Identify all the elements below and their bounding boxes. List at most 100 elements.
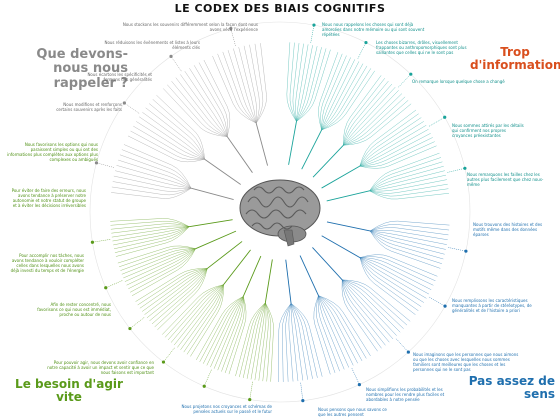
bias-leaf-meaning: [318, 295, 345, 370]
bias-leaf-remember: [189, 68, 228, 137]
bias-leaf-remember: [152, 99, 205, 160]
bias-leaf-remember: [167, 84, 228, 137]
bias-leaf-act: [265, 302, 272, 382]
bias-leaf-remember: [203, 59, 231, 137]
note-dot-remember: [229, 26, 233, 31]
bias-leaf-act: [142, 268, 208, 312]
note-connector-act: [129, 317, 145, 329]
bias-leaf-info: [296, 44, 309, 122]
bias-leaf-act: [110, 223, 190, 230]
bias-leaf-info: [292, 43, 300, 122]
bias-leaf-act: [119, 247, 196, 268]
bias-leaf-act: [113, 226, 190, 249]
bias-leaf-info: [289, 42, 297, 122]
bias-leaf-act: [186, 284, 224, 355]
bias-leaf-info: [369, 170, 445, 192]
branch-trunk-act: [195, 230, 237, 250]
note-connector-remember: [170, 56, 182, 72]
bias-leaf-info: [343, 86, 396, 146]
bias-leaf-meaning: [342, 279, 411, 322]
bias-leaf-remember: [171, 81, 228, 137]
bias-leaf-info: [359, 145, 437, 169]
bias-leaf-act: [180, 284, 224, 350]
bias-leaf-info: [359, 141, 435, 167]
bias-leaf-remember: [256, 43, 267, 124]
bias-leaf-info: [359, 109, 417, 167]
bias-leaf-remember: [233, 48, 257, 124]
bias-leaf-act: [126, 248, 196, 286]
quadrant-title-not-enough-meaning: Pas assez de sens: [468, 374, 555, 402]
bias-leaf-remember: [139, 116, 205, 160]
note-act-0: Nous projetons nos croyances et schémas …: [181, 404, 272, 414]
bias-leaf-remember: [198, 62, 229, 137]
bias-leaf-meaning: [359, 257, 427, 299]
note-connector-meaning: [396, 338, 409, 353]
bias-leaf-remember: [175, 77, 228, 137]
bias-leaf-remember: [111, 186, 192, 196]
note-info-1: Nous nous rappelons les choses qui sont …: [322, 22, 425, 37]
bias-leaf-remember: [119, 154, 192, 189]
branch-trunk-remember: [191, 187, 234, 201]
note-dot-remember: [169, 54, 173, 58]
bias-leaf-meaning: [369, 230, 445, 255]
branch-trunk-meaning: [285, 259, 292, 304]
bias-leaf-act: [258, 302, 267, 381]
bias-leaf-info: [369, 188, 449, 197]
bias-leaf-remember: [145, 107, 205, 160]
bias-leaf-act: [113, 226, 190, 246]
bias-leaf-info: [343, 78, 385, 146]
note-dot-info: [443, 115, 447, 119]
bias-leaf-act: [111, 226, 190, 238]
note-connector-remember: [230, 28, 236, 46]
bias-leaf-info: [369, 190, 449, 200]
bias-leaf-info: [343, 103, 412, 146]
note-connector-act: [92, 239, 111, 243]
bias-leaf-meaning: [370, 230, 448, 240]
bias-leaf-act: [174, 284, 224, 346]
bias-leaf-info: [343, 96, 406, 146]
bias-leaf-info: [295, 43, 304, 122]
bias-leaf-info: [369, 183, 448, 194]
bias-leaf-meaning: [359, 257, 424, 303]
bias-leaf-act: [224, 296, 245, 373]
note-connector-act: [249, 381, 253, 400]
bias-leaf-meaning: [290, 303, 318, 378]
note-meaning-2: Nous remplissons les caractéristiques ma…: [452, 298, 532, 313]
bias-leaf-act: [144, 268, 208, 315]
bias-leaf-act: [123, 248, 196, 279]
bias-leaf-meaning: [369, 220, 450, 232]
bias-leaf-info: [286, 42, 297, 122]
bias-leaf-meaning: [278, 303, 292, 382]
bias-leaf-meaning: [313, 295, 331, 375]
branch-trunk-info: [312, 144, 344, 178]
bias-leaf-act: [183, 284, 224, 353]
bias-leaf-remember: [130, 130, 205, 161]
bias-leaf-info: [321, 65, 368, 131]
branch-trunk-meaning: [299, 255, 319, 296]
bias-leaf-info: [359, 137, 433, 167]
bias-leaf-remember: [180, 74, 228, 137]
bias-leaf-info: [296, 45, 313, 122]
branch-trunk-act: [223, 249, 251, 285]
bias-leaf-act: [210, 296, 244, 368]
branch-trunk-meaning: [312, 247, 343, 281]
bias-leaf-info: [343, 90, 399, 146]
branch-trunk-act: [207, 241, 243, 269]
brain-icon: [239, 179, 321, 247]
bias-leaf-meaning: [316, 295, 336, 373]
branch-trunk-act: [189, 219, 233, 228]
bias-leaf-meaning: [359, 257, 432, 290]
bias-leaf-meaning: [369, 230, 442, 264]
bias-leaf-meaning: [317, 295, 340, 372]
bias-leaf-act: [162, 284, 224, 335]
branch-trunk-remember: [226, 136, 253, 173]
bias-leaf-act: [111, 225, 190, 234]
bias-leaf-remember: [184, 71, 228, 137]
bias-leaf-meaning: [342, 279, 408, 326]
bias-leaf-remember: [118, 159, 192, 189]
bias-leaf-act: [213, 296, 244, 369]
bias-leaf-act: [243, 302, 266, 379]
note-connector-info: [447, 168, 465, 173]
bias-leaf-meaning: [290, 303, 299, 382]
